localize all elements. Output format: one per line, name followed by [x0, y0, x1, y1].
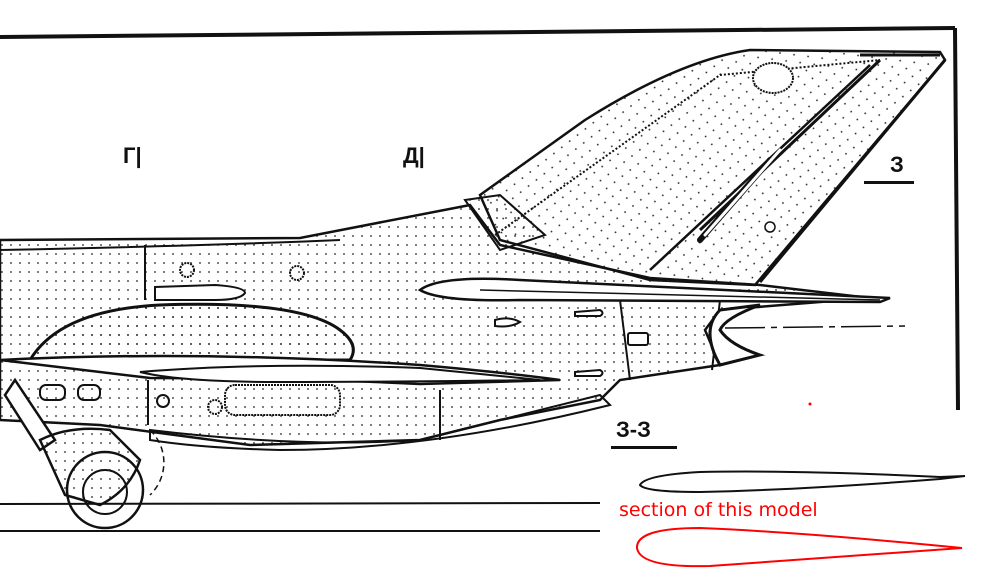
model-section-caption: section of this model	[619, 499, 818, 521]
section-marker-underline	[864, 181, 914, 184]
station-label-g: Г|	[123, 143, 142, 168]
main-landing-gear	[3, 377, 165, 530]
section-title: З-З	[616, 417, 651, 442]
vertical-fin	[463, 48, 947, 287]
section-title-underline	[611, 446, 677, 449]
station-label-d: Д|	[403, 143, 425, 168]
drawing-frame	[0, 26, 960, 411]
ground-lines	[0, 502, 601, 532]
airfoil-section-reference	[638, 470, 966, 494]
airfoil-section-model	[635, 526, 963, 568]
fin-antenna-panel	[752, 62, 794, 94]
wheel	[65, 450, 145, 530]
section-marker-label: З	[890, 152, 904, 177]
fuselage	[0, 203, 906, 452]
